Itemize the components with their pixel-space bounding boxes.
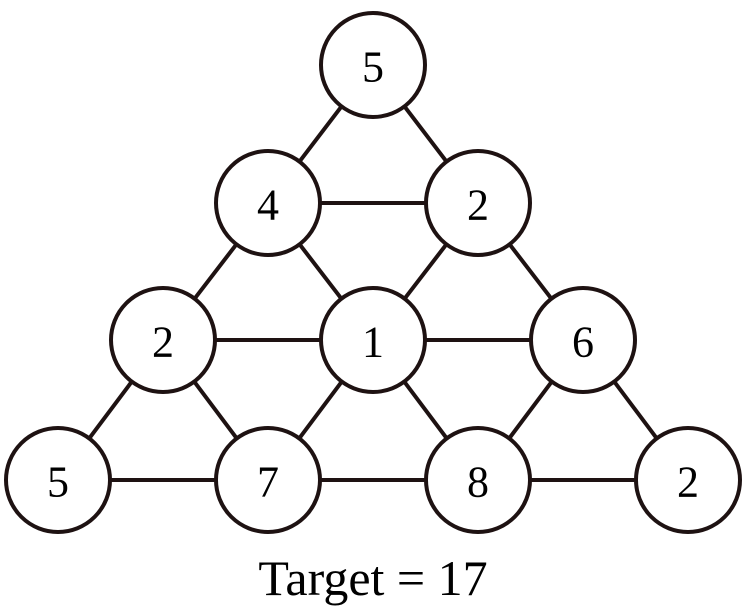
node-value: 5 xyxy=(362,43,384,92)
edge-r2c2-r3c3 xyxy=(612,379,659,441)
node-r0c0: 5 xyxy=(319,11,427,119)
node-circle xyxy=(319,286,427,394)
node-circle xyxy=(529,286,637,394)
node-value: 7 xyxy=(257,458,279,507)
node-value: 8 xyxy=(467,458,489,507)
node-circle xyxy=(214,149,322,257)
node-r1c1: 2 xyxy=(424,149,532,257)
edge-r2c0-r3c0 xyxy=(87,379,134,441)
node-r3c3: 2 xyxy=(634,426,742,534)
edge-r1c0-r2c0 xyxy=(192,242,239,301)
node-value: 6 xyxy=(572,318,594,367)
node-circle xyxy=(424,426,532,534)
node-circle xyxy=(319,11,427,119)
node-r2c0: 2 xyxy=(109,286,217,394)
node-r1c0: 4 xyxy=(214,149,322,257)
edge-r1c0-r2c1 xyxy=(297,242,344,301)
edge-r2c0-r3c1 xyxy=(192,379,239,441)
node-r2c2: 6 xyxy=(529,286,637,394)
node-r3c0: 5 xyxy=(4,426,112,534)
node-circle xyxy=(424,149,532,257)
edge-r1c1-r2c1 xyxy=(402,242,449,301)
edge-r2c1-r3c1 xyxy=(297,379,344,441)
edge-r1c1-r2c2 xyxy=(507,242,554,301)
target-label: Target = 17 xyxy=(258,550,487,606)
node-circle xyxy=(634,426,742,534)
node-r2c1: 1 xyxy=(319,286,427,394)
node-value: 2 xyxy=(677,458,699,507)
edge-r0c0-r1c1 xyxy=(402,104,449,164)
node-value: 2 xyxy=(152,318,174,367)
node-value: 2 xyxy=(467,181,489,230)
edge-r0c0-r1c0 xyxy=(297,104,344,164)
node-r3c1: 7 xyxy=(214,426,322,534)
node-value: 5 xyxy=(47,458,69,507)
edges xyxy=(87,104,659,482)
node-r3c2: 8 xyxy=(424,426,532,534)
node-circle xyxy=(109,286,217,394)
node-value: 1 xyxy=(362,318,384,367)
node-circle xyxy=(214,426,322,534)
edge-r2c1-r3c2 xyxy=(402,379,449,441)
edge-r2c2-r3c2 xyxy=(507,379,554,441)
node-circle xyxy=(4,426,112,534)
node-value: 4 xyxy=(257,181,279,230)
nodes: 5 4 2 2 1 6 5 7 8 2 xyxy=(4,11,742,534)
